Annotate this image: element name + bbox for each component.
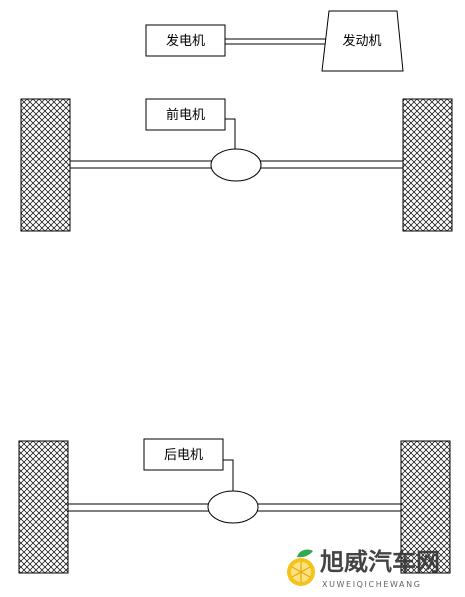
front-left-wheel: [20, 98, 71, 232]
front-motor-connector: [225, 118, 236, 149]
rear-motor-label: 后电机: [164, 448, 203, 463]
rear-right-half-shaft: [256, 503, 402, 512]
rear-left-half-shaft: [67, 503, 211, 512]
generator-engine-group: 发电机 发动机: [145, 10, 404, 72]
watermark: 旭威汽车网 XUWEIQICHEWANG: [287, 547, 440, 589]
rear-right-wheel: [400, 440, 451, 574]
front-right-half-shaft: [258, 160, 404, 169]
front-motor-label: 前电机: [166, 107, 205, 123]
watermark-brand-cn: 旭威汽车网: [319, 547, 440, 576]
rear-motor-connector: [223, 459, 234, 491]
rear-left-wheel: [18, 440, 69, 574]
engine-label: 发动机: [342, 33, 381, 49]
front-differential: [210, 148, 262, 182]
front-left-half-shaft: [69, 160, 214, 169]
rear-axle-group: 后电机: [18, 438, 451, 574]
front-motor-box: [145, 98, 226, 131]
rear-motor-box: [143, 438, 224, 471]
front-right-wheel: [402, 98, 453, 232]
watermark-brand-en: XUWEIQICHEWANG: [322, 580, 422, 589]
orange-logo-icon: [287, 549, 315, 586]
generator-label: 发电机: [166, 33, 205, 49]
front-axle-group: 前电机: [20, 98, 453, 232]
engine-trapezoid: [321, 10, 404, 72]
generator-box: [145, 24, 226, 57]
rear-differential: [207, 490, 259, 524]
